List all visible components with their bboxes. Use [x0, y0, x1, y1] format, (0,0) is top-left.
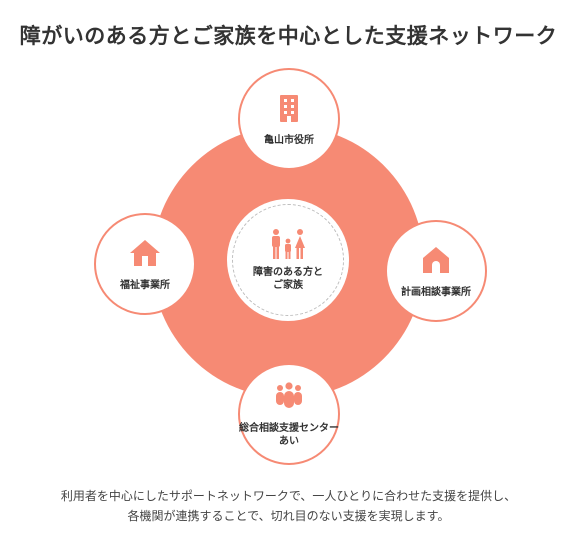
group-icon: [276, 382, 302, 408]
center-label: 障害のある方と ご家族: [253, 266, 323, 292]
center-label-line1: 障害のある方と: [253, 267, 323, 278]
description-line2: 各機関が連携することで、切れ目のない支援を実現します。: [127, 509, 450, 523]
node-support-center: 総合相談支援センター あい: [238, 363, 340, 465]
node-welfare-office: 福祉事業所: [94, 213, 196, 315]
family-icon: [272, 229, 305, 259]
node-label-line1: 総合相談支援センター: [239, 423, 339, 434]
node-consultation-office: 計画相談事業所: [385, 220, 487, 322]
building-icon: [280, 94, 298, 122]
house-icon: [130, 239, 160, 266]
center-family: 障害のある方と ご家族: [227, 199, 349, 321]
node-city-hall: 亀山市役所: [238, 68, 340, 170]
node-label-line2: あい: [279, 436, 299, 447]
node-label: 総合相談支援センター あい: [239, 422, 339, 448]
page-title: 障がいのある方とご家族を中心とした支援ネットワーク: [19, 24, 558, 48]
node-label: 福祉事業所: [120, 279, 170, 291]
dashed-border: [232, 204, 344, 316]
house-icon: [423, 246, 449, 273]
node-label: 計画相談事業所: [401, 286, 471, 298]
description-line1: 利用者を中心にしたサポートネットワークで、一人ひとりに合わせた支援を提供し、: [60, 489, 517, 503]
center-label-line2: ご家族: [273, 280, 303, 291]
description: 利用者を中心にしたサポートネットワークで、一人ひとりに合わせた支援を提供し、 各…: [0, 486, 577, 526]
node-label: 亀山市役所: [264, 134, 314, 146]
